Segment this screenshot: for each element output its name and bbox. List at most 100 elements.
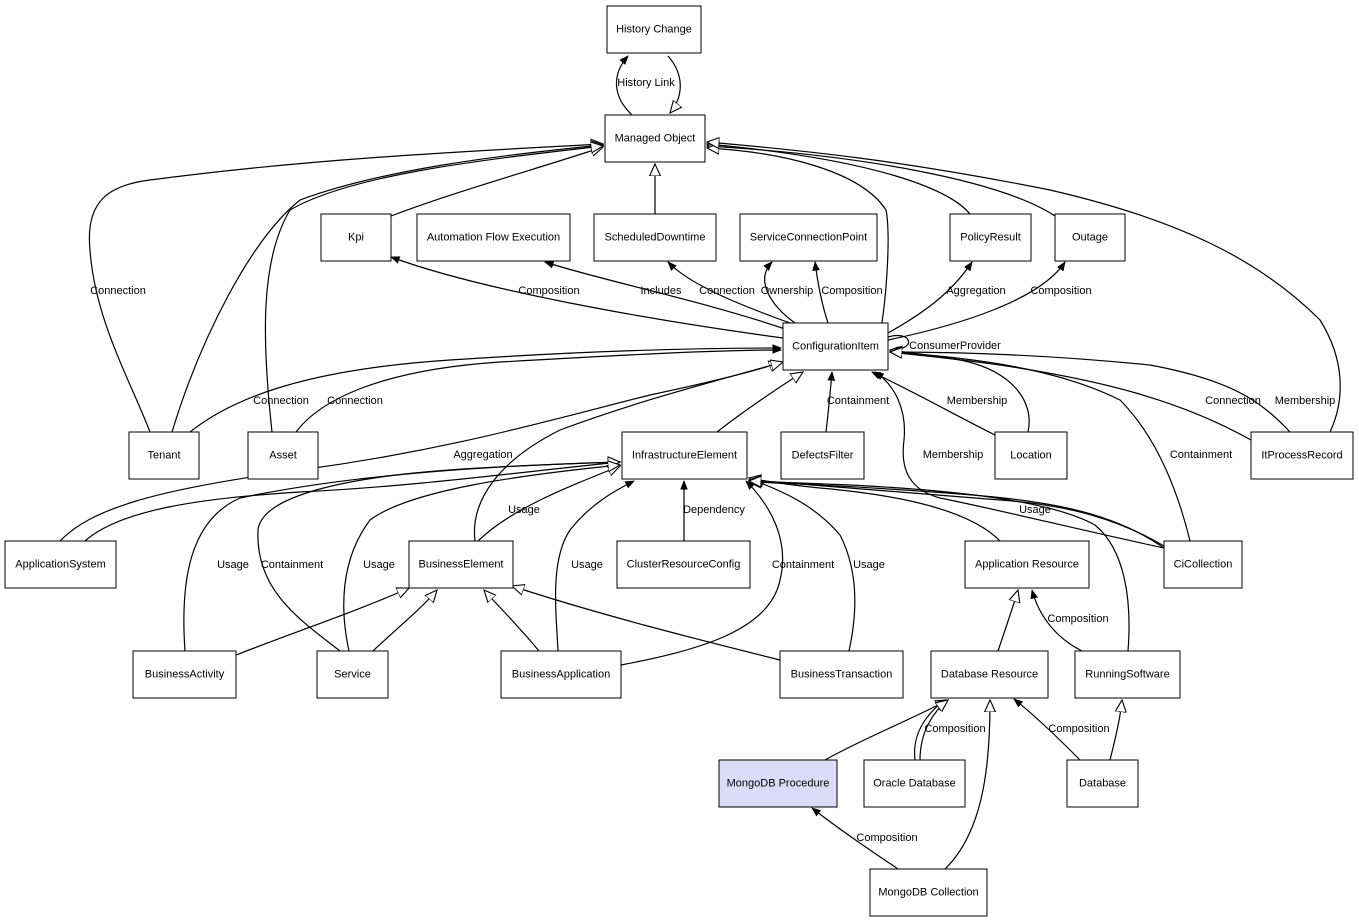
edge-dr-ar <box>997 590 1018 652</box>
node-box <box>4 540 117 589</box>
node-box <box>1074 650 1181 699</box>
node-business-element[interactable]: BusinessElement <box>408 540 514 589</box>
edge-be-ie <box>477 466 620 542</box>
node-label: InfrastructureElement <box>632 450 737 462</box>
node-automation-flow-execution[interactable]: Automation Flow Execution <box>416 213 571 262</box>
node-label: DefectsFilter <box>792 450 854 462</box>
edge-ci-sd <box>667 261 791 324</box>
edge-bt-be <box>512 586 781 661</box>
node-managed-object[interactable]: Managed Object <box>604 114 706 163</box>
node-scheduled-downtime[interactable]: ScheduledDowntime <box>593 213 717 262</box>
edge-bapp-be <box>484 590 540 652</box>
edge-cic-ie <box>749 480 1165 547</box>
edges-layer <box>59 55 1341 870</box>
edge-svc-ie-usage <box>343 465 620 652</box>
node-label: Outage <box>1072 232 1108 244</box>
edge-ie-ci <box>716 372 803 433</box>
edge-bact-be <box>235 588 409 656</box>
node-label: Asset <box>269 450 297 462</box>
node-box <box>780 431 865 480</box>
edge-label-tenant-mo-conn: Connection <box>90 285 146 297</box>
edge-label-svc-ie-cont: Containment <box>261 559 323 571</box>
node-outage[interactable]: Outage <box>1054 213 1126 262</box>
node-label: ItProcessRecord <box>1261 450 1342 462</box>
edge-be-ci <box>473 362 783 542</box>
node-box <box>1250 431 1354 480</box>
node-business-transaction[interactable]: BusinessTransaction <box>779 650 904 699</box>
node-business-application[interactable]: BusinessApplication <box>500 650 622 699</box>
node-label: Database Resource <box>941 669 1038 681</box>
edge-label-bt-ie: Usage <box>853 559 885 571</box>
node-label: MongoDB Collection <box>878 887 978 899</box>
edge-itpr-ci-mem <box>890 352 1291 433</box>
edge-as-ie <box>84 462 620 542</box>
node-box <box>616 540 751 589</box>
node-running-software[interactable]: RunningSoftware <box>1074 650 1181 699</box>
node-box <box>994 431 1068 480</box>
edge-label-ci-scp-comp: Composition <box>821 285 882 297</box>
edge-label-od-dr: Composition <box>924 723 985 735</box>
edge-label-asset-ci: Connection <box>327 395 383 407</box>
edge-svc-be <box>372 590 437 652</box>
edge-label-crc-ie: Dependency <box>683 504 745 516</box>
node-mongodb-collection[interactable]: MongoDB Collection <box>869 868 988 917</box>
edge-label-db-dr: Composition <box>1048 723 1109 735</box>
edge-svc-ie-cont <box>257 462 620 652</box>
node-box <box>718 759 838 808</box>
edge-label-tenant-ci: Connection <box>253 395 309 407</box>
node-label: RunningSoftware <box>1085 669 1169 681</box>
node-configuration-item[interactable]: ConfigurationItem <box>782 322 889 371</box>
node-infrastructure-element[interactable]: InfrastructureElement <box>621 431 748 480</box>
node-database-resource[interactable]: Database Resource <box>930 650 1049 699</box>
edge-ci-scp-comp <box>812 261 829 324</box>
edge-label-cic-ci-mem: Membership <box>923 449 984 461</box>
node-tenant[interactable]: Tenant <box>128 431 200 480</box>
node-database[interactable]: Database <box>1066 759 1139 808</box>
edge-rs-ar <box>1030 589 1083 652</box>
edge-ci-outage <box>887 261 1066 341</box>
edge-mc-dr <box>944 700 990 870</box>
edge-label-cic-ci-cont: Containment <box>1170 449 1232 461</box>
node-application-system[interactable]: ApplicationSystem <box>4 540 117 589</box>
node-box <box>739 213 878 262</box>
node-service-connection-point[interactable]: ServiceConnectionPoint <box>739 213 878 262</box>
edge-history-link-2 <box>667 55 680 113</box>
node-mongodb-procedure[interactable]: MongoDB Procedure <box>718 759 838 808</box>
node-service[interactable]: Service <box>316 650 389 699</box>
edge-loc-ci-mem <box>871 371 996 436</box>
edge-bt-ie <box>754 480 856 652</box>
node-label: BusinessActivity <box>145 669 225 681</box>
edge-asset-mo <box>264 146 603 433</box>
node-oracle-database[interactable]: Oracle Database <box>863 759 966 808</box>
node-box <box>320 213 392 262</box>
node-kpi[interactable]: Kpi <box>320 213 392 262</box>
edge-ci-mo <box>707 148 889 324</box>
node-defects-filter[interactable]: DefectsFilter <box>780 431 865 480</box>
node-history-change[interactable]: History Change <box>606 5 702 54</box>
node-label: ScheduledDowntime <box>605 232 706 244</box>
edge-history-link-1 <box>615 55 633 116</box>
node-asset[interactable]: Asset <box>247 431 319 480</box>
node-business-activity[interactable]: BusinessActivity <box>132 650 237 699</box>
node-policy-result[interactable]: PolicyResult <box>949 213 1032 262</box>
node-label: Service <box>334 669 371 681</box>
node-box <box>863 759 966 808</box>
edge-db-dr <box>1013 698 1081 761</box>
edge-label-bapp-ie-cont: Containment <box>772 559 834 571</box>
node-box <box>949 213 1032 262</box>
node-label: Location <box>1010 450 1052 462</box>
edge-tenant-mo <box>171 145 603 433</box>
node-it-process-record[interactable]: ItProcessRecord <box>1250 431 1354 480</box>
node-box <box>779 650 904 699</box>
node-location[interactable]: Location <box>994 431 1068 480</box>
node-cluster-resource-config[interactable]: ClusterResourceConfig <box>616 540 751 589</box>
node-box <box>593 213 717 262</box>
node-ci-collection[interactable]: CiCollection <box>1163 540 1243 589</box>
node-box <box>782 322 889 371</box>
edge-bapp-ie-cont <box>620 480 784 666</box>
node-application-resource[interactable]: Application Resource <box>964 540 1090 589</box>
edge-db-rs <box>1109 700 1122 761</box>
edge-label-itpr-ci-mem: Membership <box>1275 395 1336 407</box>
edge-mc-mp <box>811 807 899 870</box>
